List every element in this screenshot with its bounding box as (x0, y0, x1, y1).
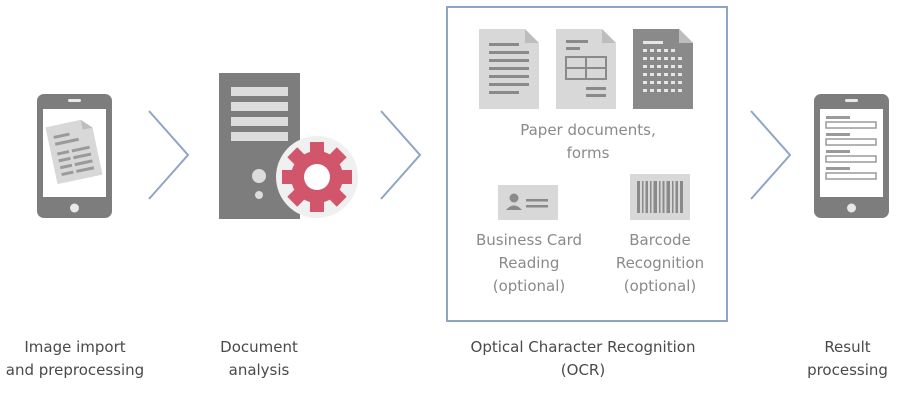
smartphone-form-icon (814, 94, 889, 218)
server-gear-icon (219, 73, 358, 219)
gear-icon (282, 142, 352, 212)
barcode-icon (630, 174, 690, 220)
smartphone-document-icon (37, 94, 112, 218)
business-card-label: Business Card Reading (optional) (475, 231, 582, 295)
chevron-right-icon (148, 110, 190, 200)
table-document-icon (633, 29, 693, 109)
business-card-icon (498, 185, 558, 220)
chevron-right-icon (380, 110, 422, 200)
ocr-box (446, 6, 728, 322)
form-document-icon (556, 29, 616, 109)
step-caption-ocr: Optical Character Recognition (OCR) (470, 338, 696, 379)
step-caption-image-import: Image import and preprocessing (5, 338, 145, 379)
barcode-label: Barcode Recognition (optional) (615, 231, 705, 295)
paper-documents-label: Paper documents, forms (520, 121, 656, 162)
chevron-right-icon (750, 110, 792, 200)
text-document-icon (479, 29, 539, 109)
step-caption-document-analysis: Document analysis (220, 338, 298, 379)
step-caption-result-processing: Result processing (807, 338, 888, 379)
